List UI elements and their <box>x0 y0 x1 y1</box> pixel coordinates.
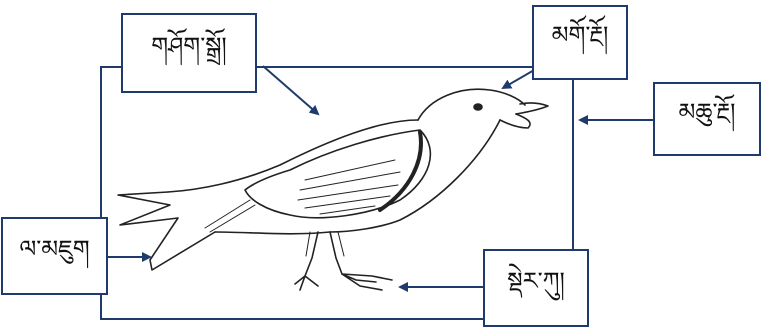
label-beak: མགོ་རྔོ། <box>532 5 628 80</box>
crow-illustration <box>117 88 549 291</box>
label-tail: ལ་མཇུག <box>1 217 108 295</box>
crow-eye <box>473 103 483 111</box>
crow-beak <box>515 102 549 115</box>
label-mouth: མཆུ་རྔོ། <box>653 82 761 156</box>
arrow-wing <box>262 65 320 116</box>
label-wing: གཤོག་སྒྲོ། <box>121 13 257 93</box>
crow-claws <box>294 273 393 291</box>
crow-tail <box>117 191 216 271</box>
crow-legs <box>304 231 343 277</box>
picture-frame <box>100 66 574 320</box>
label-claw: སྡེར་ཀུ། <box>483 249 589 327</box>
crow-head <box>417 88 526 121</box>
crow-wing <box>244 129 432 219</box>
